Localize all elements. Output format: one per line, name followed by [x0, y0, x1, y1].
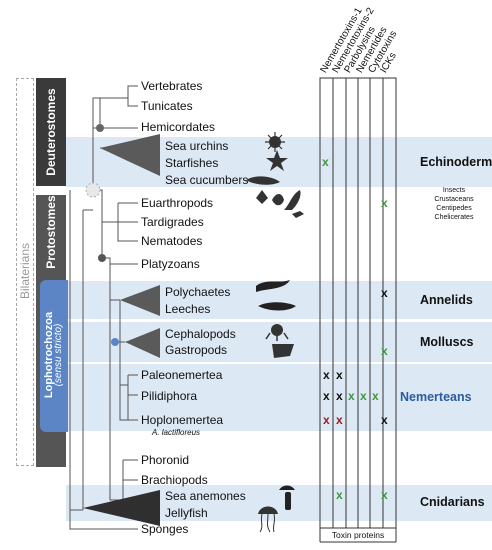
arthropod-note-1: Insects [442, 187, 466, 194]
arthropod-note-4: Chelicerates [434, 214, 474, 221]
taxon-phoronid: Phoronid [141, 453, 190, 467]
mark-hoplonemertea-nemertotoxins-2: x [336, 413, 343, 427]
mark-pilidiphora-nemertides: x [360, 389, 367, 403]
taxon-leeches: Leeches [165, 302, 211, 316]
mark-annelids-icks: x [381, 286, 388, 300]
taxon-tunicates: Tunicates [141, 99, 193, 113]
mark-echinoderms-nemertotoxins-2: x [322, 155, 329, 169]
polychaete-icon [256, 280, 290, 292]
mark-paleonemertea-nemertotoxins-1: x [323, 368, 330, 382]
sea-urchin-icon [265, 132, 285, 152]
taxon-gastropods: Gastropods [165, 343, 228, 357]
arthropod-note-2: Crustaceans [434, 196, 474, 203]
group-annelids: Annelids [420, 293, 473, 307]
mark-pilidiphora-nemertotoxins-1: x [323, 389, 330, 403]
starfish-icon [266, 150, 288, 171]
group-molluscs: Molluscs [420, 335, 474, 349]
taxon-nematodes: Nematodes [141, 234, 203, 248]
mark-cnidarians-icks: x [381, 488, 388, 502]
taxon-polychaetes: Polychaetes [165, 285, 231, 299]
taxon-sea-urchins: Sea urchins [165, 139, 229, 153]
group-nemerteans: Nemerteans [400, 390, 472, 404]
arthropod-icon [256, 190, 304, 218]
taxon-hemicordates: Hemicordates [141, 120, 216, 134]
taxon-hoplonemertea: Hoplonemertea [141, 413, 224, 427]
taxon-euarthropods: Euarthropods [141, 196, 214, 210]
mark-pilidiphora-cytotoxins: x [372, 389, 379, 403]
taxon-brachiopods: Brachiopods [141, 473, 208, 487]
cephalopod-icon [265, 324, 289, 341]
mark-paleonemertea-nemertotoxins-2: x [336, 368, 343, 382]
taxon-tardigrades: Tardigrades [141, 215, 204, 229]
lophotrochozoa-bar [40, 280, 68, 432]
taxon-a-lactifloreus: A. lactifloreus [152, 428, 201, 437]
taxon-pilidiphora: Pilidiphora [141, 389, 198, 403]
arthropod-note-3: Centipedes [436, 205, 472, 212]
taxon-sea-cucumbers: Sea cucumbers [165, 173, 249, 187]
taxon-sea-anemones: Sea anemones [165, 489, 246, 503]
mark-hoplonemertea-icks: x [381, 413, 388, 427]
taxon-starfishes: Starfishes [165, 156, 219, 170]
bilaterians-bar [16, 78, 34, 466]
taxon-platyzoans: Platyzoans [141, 257, 200, 271]
leech-icon [258, 302, 296, 311]
mark-euarthropods-icks: x [381, 196, 388, 210]
mark-pilidiphora-nemertotoxins-2: x [336, 389, 343, 403]
jellyfish-icon [258, 506, 278, 533]
taxon-cephalopods: Cephalopods [165, 327, 236, 341]
taxon-sponges: Sponges [141, 522, 189, 536]
mark-cnidarians-nemertotoxins-2: x [336, 488, 343, 502]
mark-molluscs-icks: x [381, 344, 388, 358]
table-footer-label: Toxin proteins [331, 530, 385, 540]
group-echinoderms: Echinoderms [420, 155, 492, 169]
deuterostomes-bar [36, 78, 66, 186]
group-cnidarians: Cnidarians [420, 495, 485, 509]
taxon-jellyfish: Jellyfish [165, 506, 208, 520]
taxon-vertebrates: Vertebrates [141, 79, 203, 93]
sea-cucumber-icon [246, 176, 280, 185]
mark-pilidiphora-parbolysins: x [348, 389, 355, 403]
mark-hoplonemertea-nemertotoxins-1: x [323, 413, 330, 427]
gastropod-icon [272, 344, 294, 358]
taxon-paleonemertea: Paleonemertea [141, 368, 223, 382]
sea-anemone-icon [279, 485, 295, 510]
